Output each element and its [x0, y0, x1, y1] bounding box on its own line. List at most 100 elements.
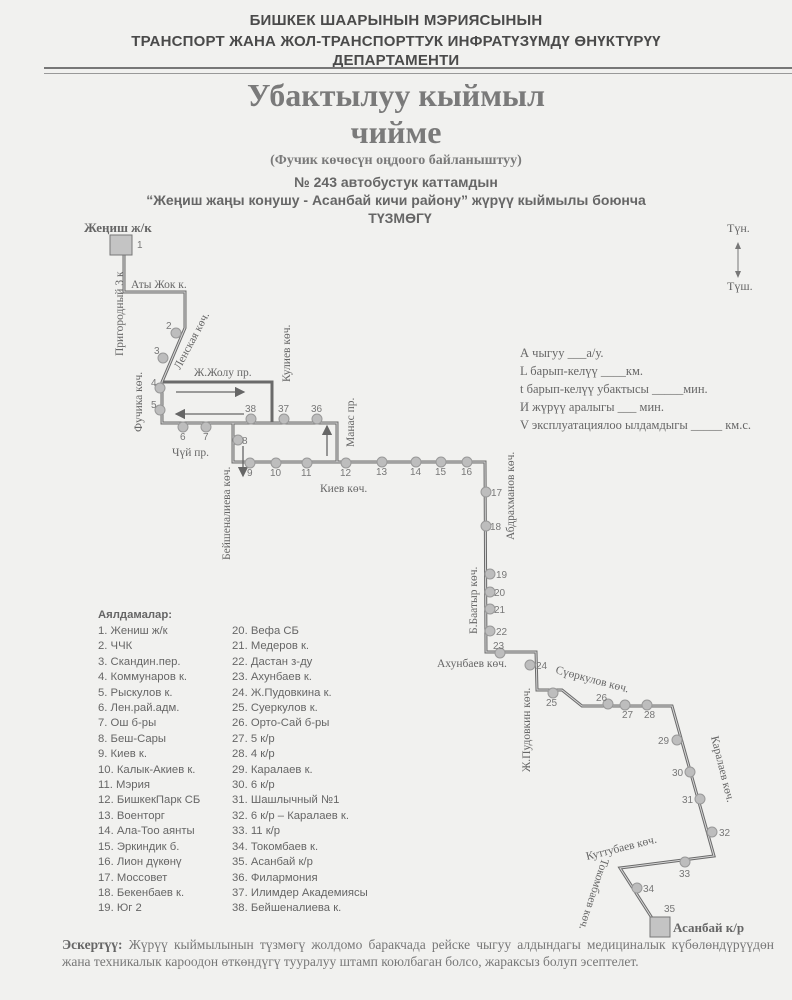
stop-number-label: 26 — [596, 693, 608, 704]
stop-number-label: 8 — [242, 436, 248, 447]
stop-list-item: 25. Суеркулов к. — [232, 702, 318, 715]
stop-marker-icon — [270, 457, 282, 469]
stop-marker-icon — [480, 520, 492, 532]
street-label: Токомбаев көч. — [576, 857, 610, 931]
stop-list-item: 4. Коммунаров к. — [98, 671, 188, 684]
stop-number-label: 28 — [644, 710, 656, 721]
stop-list-item: 26. Орто-Сай б-ры — [232, 717, 330, 730]
stop-number-label: 37 — [278, 404, 290, 415]
stop-marker-icon — [200, 421, 212, 433]
stop-list-item: 29. Каралаев к. — [232, 763, 313, 776]
stop-number-label: 21 — [494, 605, 506, 616]
stop-marker-icon — [245, 413, 257, 425]
street-label: Ахунбаев көч. — [437, 658, 507, 670]
stop-marker-icon — [619, 699, 631, 711]
stop-marker-icon — [376, 456, 388, 468]
route-parameters: А чыгуу ___а/у. L барып-келүү ____км. t … — [520, 344, 751, 434]
stop-list-item: 22. Дастан з-ду — [232, 655, 313, 668]
stop-number-label: 7 — [203, 432, 209, 443]
start-terminal-icon — [109, 234, 133, 256]
stop-number-label: 14 — [410, 467, 422, 478]
stop-marker-icon — [154, 404, 166, 416]
stop-list-item: 38. Бейшеналиева к. — [232, 902, 342, 915]
street-label: Киев көч. — [320, 483, 367, 495]
footer-note: Эскертүү: Жүрүү кыймылынын түзмөгү жолдо… — [62, 936, 774, 970]
route-name: “Жеңиш жаңы конушу - Асанбай кичи району… — [146, 192, 646, 208]
stop-list-item: 2. ЧЧК — [98, 640, 133, 653]
end-terminal-icon — [649, 916, 671, 938]
stop-list-item: 27. 5 к/р — [232, 732, 275, 745]
footer-note-text: Жүрүү кыймылынын түзмөгү жолдомо баракча… — [62, 937, 775, 969]
param-interval: И жүрүү аралыгы ___ мин. — [520, 400, 664, 414]
stop-marker-icon — [602, 698, 614, 710]
stop-list-item: 12. БишкекПарк СБ — [98, 794, 201, 807]
stop-marker-icon — [154, 382, 166, 394]
stop-marker-icon — [232, 434, 244, 446]
stop-number-label: 24 — [536, 661, 548, 672]
compass: Түн. Түш. — [727, 221, 753, 293]
stop-marker-icon — [461, 456, 473, 468]
stop-number-label: 4 — [151, 378, 157, 389]
stop-list-item: 35. Асанбай к/р — [232, 856, 313, 869]
stop-list-item: 11. Мэрия — [98, 779, 151, 792]
street-label: Аты Жок к. — [131, 279, 187, 291]
document-subtitle: (Фучик көчөсүн оңдоого байланыштуу) — [270, 153, 522, 168]
compass-north-label: Түн. — [727, 221, 750, 235]
stop-marker-icon — [170, 327, 182, 339]
stop-list-item: 32. 6 к/р – Каралаев к. — [232, 809, 349, 822]
header-line-1: БИШКЕК ШААРЫНЫН МЭРИЯСЫНЫН — [249, 12, 543, 29]
stop-list-item: 23. Ахунбаев к. — [232, 671, 312, 684]
stop-marker-icon — [484, 625, 496, 637]
stop-list-item: 9. Киев к. — [98, 748, 147, 761]
stop-marker-icon — [157, 352, 169, 364]
stop-number-label: 31 — [682, 795, 694, 806]
stop-number-label: 30 — [672, 768, 684, 779]
stop-list-item: 28. 4 к/р — [232, 748, 275, 761]
stop-number-label: 29 — [658, 736, 670, 747]
stop-marker-icon — [484, 586, 496, 598]
stop-number-label: 6 — [180, 432, 186, 443]
stop-number-label: 19 — [496, 570, 508, 581]
end-terminal-label: Асанбай к/р — [673, 920, 744, 935]
scheme-label: ТҮЗМӨГҮ — [368, 210, 432, 226]
stop-number-label: 36 — [311, 404, 323, 415]
header-line-2: ТРАНСПОРТ ЖАНА ЖОЛ-ТРАНСПОРТТУК ИНФРАТҮЗ… — [131, 33, 661, 50]
stop-number-label: 23 — [493, 641, 505, 652]
stop-marker-icon — [671, 734, 683, 746]
stop-marker-icon — [706, 826, 718, 838]
stop-marker-icon — [177, 421, 189, 433]
stop-number-label: 5 — [151, 400, 157, 411]
stop-list-item: 3. Скандин.пер. — [98, 655, 181, 668]
stop-number-label: 35 — [664, 904, 676, 915]
stop-list-item: 8. Беш-Сары — [98, 732, 167, 745]
param-round-trip-time: t барып-келүү убактысы _____мин. — [520, 382, 708, 396]
stop-list-item: 13. Военторг — [98, 809, 165, 822]
stop-number-label: 16 — [461, 467, 473, 478]
stop-number-label: 34 — [643, 884, 655, 895]
document-title-2: чийме — [350, 114, 442, 150]
street-label: Ж.Жолу пр. — [194, 367, 252, 379]
stop-marker-icon — [684, 766, 696, 778]
street-label: Ж.Пудовкин көч. — [521, 688, 533, 772]
header-divider — [44, 67, 792, 74]
stop-list-item: 15. Эркиндик б. — [98, 840, 180, 853]
stop-marker-icon — [641, 699, 653, 711]
stop-number-label: 33 — [679, 869, 691, 880]
stop-marker-icon — [631, 882, 643, 894]
street-label: Манас пр. — [345, 398, 357, 447]
street-label: Кулиев көч. — [281, 325, 293, 382]
stop-number-label: 32 — [719, 828, 731, 839]
param-speed: V эксплуатациялоо ылдамдыгы _____ км.с. — [520, 418, 752, 432]
stop-marker-icon — [524, 659, 536, 671]
stop-number-label: 3 — [154, 346, 160, 357]
stop-number-label: 10 — [270, 468, 282, 479]
stop-list-item: 5. Рыскулов к. — [98, 686, 173, 699]
stop-marker-icon — [340, 457, 352, 469]
footer-note-label: Эскертүү: — [62, 937, 123, 952]
stop-list-item: 30. 6 к/р — [232, 779, 275, 792]
stop-number-label: 25 — [546, 698, 558, 709]
stop-number-label: 17 — [491, 488, 503, 499]
street-label: Б.Баатыр көч. — [468, 567, 480, 634]
